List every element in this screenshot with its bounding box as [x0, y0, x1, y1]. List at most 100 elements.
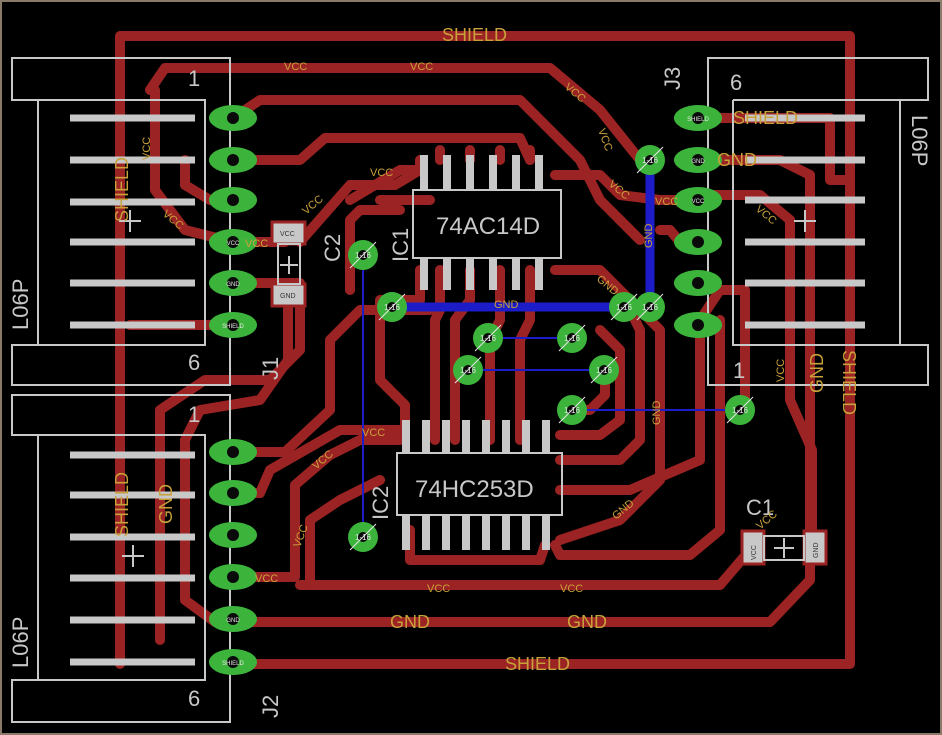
trace-j2-p1: [228, 305, 435, 457]
svg-text:GND: GND: [691, 159, 705, 165]
trace-ic2-r4: [550, 315, 725, 560]
j2-package: L06P: [8, 617, 33, 668]
c1-outline: [763, 535, 805, 561]
net-gnd-bottom-1: GND: [390, 612, 430, 632]
net-gnd-small-1: GND: [494, 299, 519, 311]
silkscreen-layer: [11, 57, 929, 723]
svg-text:1-16: 1-16: [642, 303, 659, 312]
svg-text:1-16: 1-16: [355, 533, 372, 542]
j1-pin-last: 6: [188, 350, 200, 375]
svg-text:SHIELD: SHIELD: [222, 324, 244, 330]
j2-pins: [70, 451, 195, 666]
pads-layer: VCC GND SHIELD GND SHIELD SHIELD GND VCC 1-16 1-1…: [209, 105, 755, 675]
via: 1-16: [348, 240, 378, 270]
j2-pin-first: 1: [188, 402, 200, 427]
ic2-value: 74HC253D: [415, 476, 534, 503]
j2-pad: GND: [209, 606, 257, 632]
j3-crosshair: [794, 210, 816, 232]
trace-ic2-r1: [555, 325, 625, 440]
svg-text:SHIELD: SHIELD: [687, 117, 709, 123]
via: 1-16: [609, 292, 639, 322]
j1-pad: SHIELD: [209, 312, 257, 338]
j2-pad: [209, 480, 257, 506]
c2-pad-b: GND: [280, 293, 296, 300]
j3-pad: GND: [674, 147, 722, 173]
trace-j1-p2: [228, 133, 535, 165]
j2-pad: SHIELD: [209, 649, 257, 675]
trace-ic1-bot2: [430, 265, 445, 445]
svg-text:1-16: 1-16: [596, 366, 613, 375]
svg-text:1-16: 1-16: [564, 334, 581, 343]
c1-pad-a: VCC: [751, 545, 758, 560]
net-shield-right: SHIELD: [839, 350, 859, 415]
j3-pad: [674, 229, 722, 255]
svg-text:SHIELD: SHIELD: [222, 661, 244, 667]
svg-text:GND: GND: [226, 282, 240, 288]
svg-text:1-16: 1-16: [564, 406, 581, 415]
j3-package: L06P: [907, 115, 932, 166]
via: 1-16: [725, 395, 755, 425]
j3-pad: VCC: [674, 187, 722, 213]
via: 1-16: [635, 292, 665, 322]
via: 1-16: [473, 323, 503, 353]
c2-pad-a: VCC: [280, 231, 295, 238]
j2-pad: [209, 522, 257, 548]
j1-pin-first: 1: [188, 66, 200, 91]
net-vcc-10: VCC: [245, 238, 268, 250]
c1-crosshair: [774, 538, 794, 558]
net-shield-j3: SHIELD: [733, 108, 798, 128]
net-vcc-17: VCC: [655, 196, 678, 208]
net-vcc-11: VCC: [362, 427, 385, 439]
labels-layer: J1 J2 J3 L06P L06P L06P 1 6 1 6 6 1 IC1 …: [8, 25, 932, 718]
net-gnd-small-4: GND: [651, 401, 663, 426]
via: 1-16: [589, 355, 619, 385]
via: 1-16: [635, 145, 665, 175]
j3-pad: SHIELD: [674, 105, 722, 131]
c2-name: C2: [320, 234, 345, 262]
j2-name: J2: [258, 695, 283, 718]
net-vcc-15: VCC: [427, 583, 450, 595]
j2-inner: [38, 434, 206, 681]
ic1-value: 74AC14D: [436, 213, 540, 240]
trace-ic2-r2: [555, 305, 645, 465]
j1-pins: [70, 114, 195, 329]
net-gnd-small-2: GND: [643, 224, 655, 249]
trace-ic1-bot: [375, 265, 425, 445]
net-gnd-bottom-2: GND: [567, 612, 607, 632]
trace-ic1-bot3: [450, 265, 475, 445]
j1-package: L06P: [8, 279, 33, 330]
trace-gnd-c2: [180, 287, 293, 627]
trace-ic1-bot6: [550, 265, 665, 545]
via: 1-16: [348, 522, 378, 552]
net-vcc-2: VCC: [410, 61, 433, 73]
svg-text:1-16: 1-16: [642, 156, 659, 165]
via: 1-16: [557, 323, 587, 353]
ic1-body: [412, 189, 562, 259]
svg-text:1-16: 1-16: [460, 366, 477, 375]
net-vcc-19: VCC: [775, 359, 787, 382]
j3-pin-last: 1: [733, 358, 745, 383]
trace-j3-cap: [695, 190, 817, 545]
via: 1-16: [453, 355, 483, 385]
c2-crosshair: [280, 256, 298, 274]
j3-name: J3: [660, 67, 685, 90]
net-gnd-right: GND: [807, 353, 827, 393]
svg-text:1-16: 1-16: [616, 303, 633, 312]
net-gnd-j2: GND: [156, 484, 176, 524]
ic1-name: IC1: [388, 228, 413, 262]
ic2-body: [396, 452, 563, 516]
j3-pin-first: 6: [730, 70, 742, 95]
svg-text:1-16: 1-16: [384, 303, 401, 312]
ic1-pins: [420, 155, 543, 290]
trace-ic1-bot5: [515, 265, 535, 445]
via: 1-16: [377, 292, 407, 322]
j3-pad: [674, 270, 722, 296]
trace-ic1-bot4: [485, 265, 505, 445]
j1-name: J1: [258, 357, 283, 380]
trace-j1-p1: [228, 95, 645, 245]
c1-name: C1: [746, 495, 774, 520]
j1-crosshair: [119, 210, 141, 232]
svg-text:1-16: 1-16: [355, 251, 372, 260]
j3-pins: [745, 114, 865, 329]
